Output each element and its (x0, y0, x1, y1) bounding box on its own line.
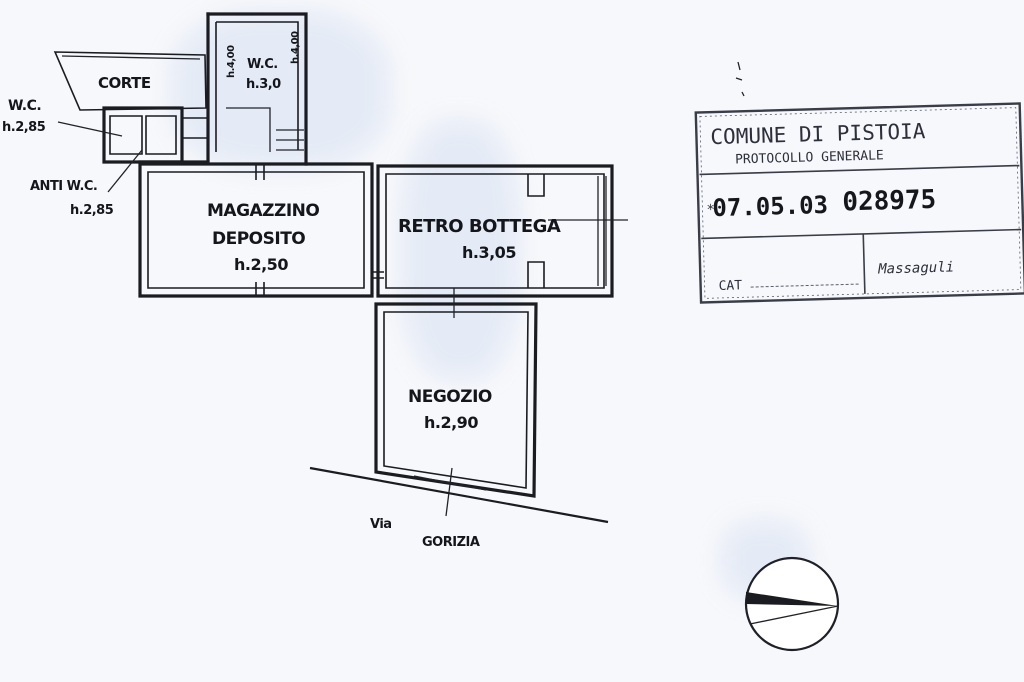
wc-left-height: h.2,85 (2, 120, 46, 135)
street-name: GORIZIA (422, 535, 480, 550)
wc-top-side-right: h.4,00 (290, 31, 301, 64)
stamp-subtitle: PROTOCOLLO GENERALE (735, 148, 884, 167)
wc-top-room: W.C. h.3,0 h.4,00 h.4,00 (206, 12, 308, 166)
anti-wc-name: ANTI W.C. (30, 179, 97, 194)
stamp-date: 07.05.03 (712, 191, 828, 222)
stamp-marks (735, 61, 745, 97)
street: Via GORIZIA (309, 466, 609, 550)
stamp-title: COMUNE DI PISTOIA (710, 119, 926, 149)
street-prefix: Via (370, 517, 392, 532)
wc-small-rooms (102, 106, 210, 164)
side-labels: W.C. h.2,85 ANTI W.C. h.2,85 (2, 98, 143, 218)
negozio-room: NEGOZIO h.2,90 (374, 288, 538, 517)
wc-top-height: h.3,0 (246, 77, 281, 92)
stamp-signature: Massaguli (877, 259, 954, 277)
retro-bottega-name: RETRO BOTTEGA (398, 216, 561, 237)
protocol-stamp: COMUNE DI PISTOIA PROTOCOLLO GENERALE 07… (694, 102, 1024, 304)
negozio-height: h.2,90 (424, 413, 478, 432)
stamp-cat-label: CAT (718, 278, 742, 294)
scan-tint (400, 120, 520, 380)
magazzino-room: MAGAZZINO DEPOSITO h.2,50 (138, 162, 374, 298)
corte-label: CORTE (98, 74, 151, 92)
magazzino-name-line1: MAGAZZINO (207, 201, 319, 221)
wc-left-name: W.C. (8, 98, 41, 114)
magazzino-name-line2: DEPOSITO (212, 229, 305, 249)
anti-wc-height: h.2,85 (70, 203, 114, 218)
wc-top-name: W.C. (247, 57, 278, 72)
retro-bottega-height: h.3,05 (462, 243, 516, 262)
wc-top-side-left: h.4,00 (226, 45, 237, 78)
compass-icon (744, 556, 840, 652)
corte-area: CORTE (53, 51, 207, 111)
retro-bottega-room: RETRO BOTTEGA h.3,05 (372, 164, 628, 298)
stamp-mark: * (706, 202, 715, 218)
magazzino-height: h.2,50 (234, 255, 288, 274)
stamp-number: 028975 (842, 185, 937, 218)
negozio-name: NEGOZIO (408, 387, 492, 407)
